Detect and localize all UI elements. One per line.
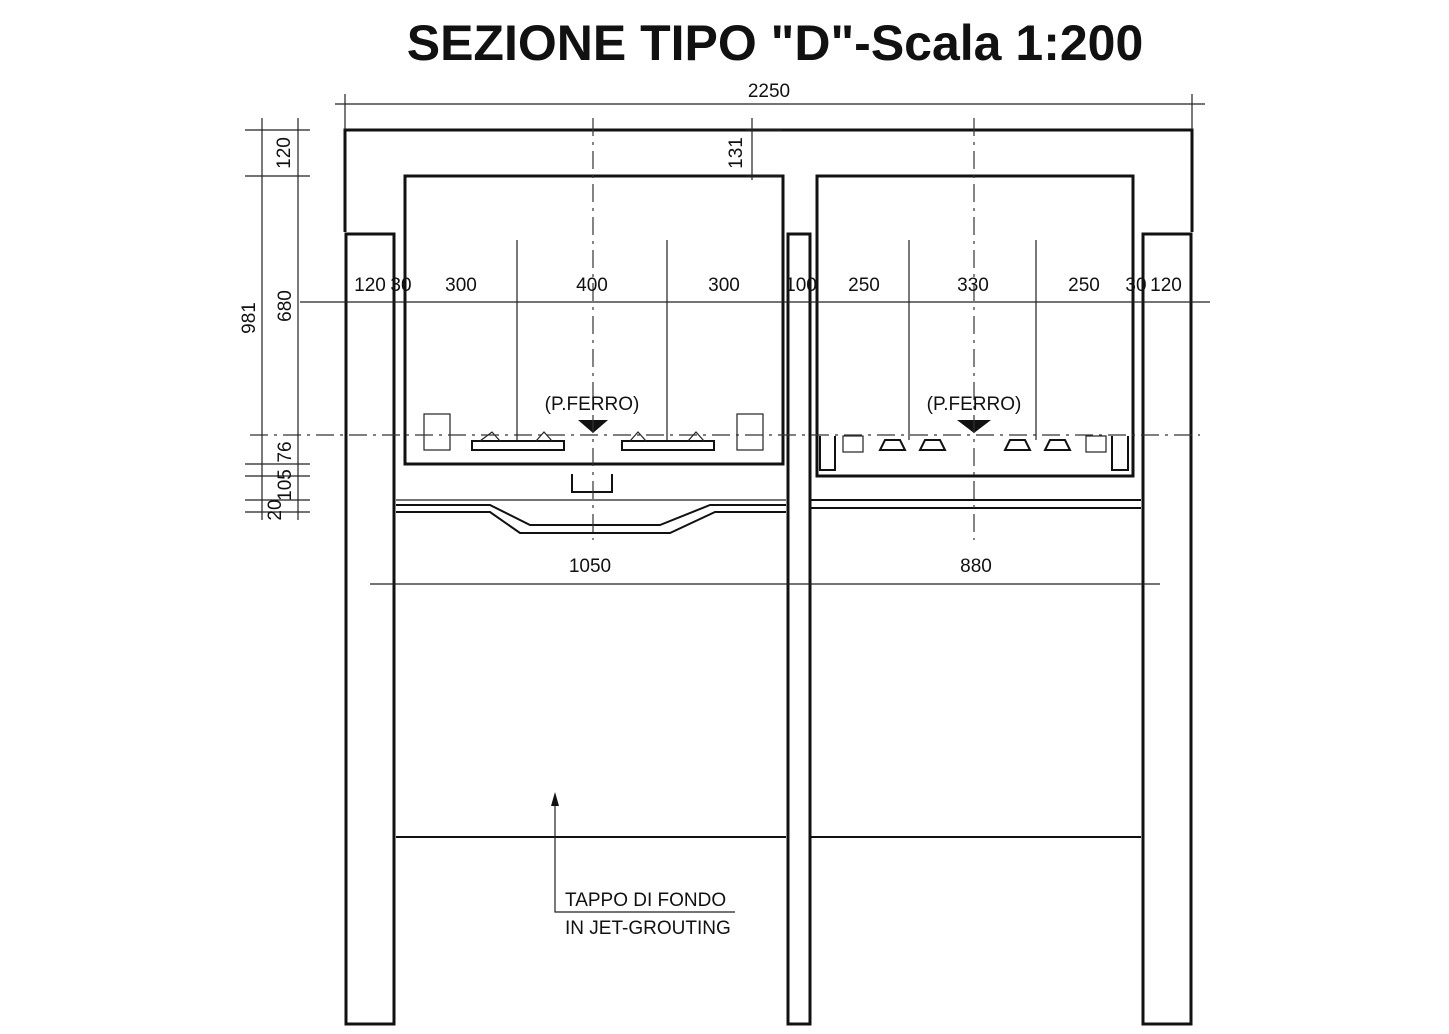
- dim-right-span-b: 330: [957, 275, 989, 296]
- dim-left-span-c: 300: [708, 275, 740, 296]
- sleeper-left-b: [621, 440, 715, 451]
- left-bottom-slab-top: [396, 504, 786, 526]
- dimension-lines: [245, 94, 1205, 913]
- overall-width-dimline: [335, 94, 1205, 130]
- height-extension-lines: [245, 129, 310, 513]
- dim-middle-wall: 100: [785, 275, 817, 296]
- plug-label-line1: TAPPO DI FONDO: [565, 890, 726, 911]
- dim-left-gap: 30: [390, 275, 411, 296]
- dim-right-gap: 30: [1125, 275, 1146, 296]
- plug-leader-line: [554, 795, 735, 913]
- dim-slab-thickness: 120: [274, 137, 295, 169]
- dim-overall-width: 2250: [748, 81, 790, 102]
- dim-left-span-a: 300: [445, 275, 477, 296]
- left-bottom-slab-line: [396, 511, 786, 534]
- top-offset-dimline: [746, 118, 782, 180]
- dim-right-span-c: 250: [1068, 275, 1100, 296]
- dim-right-span-a: 250: [848, 275, 880, 296]
- dim-height-76: 76: [275, 441, 296, 462]
- walkway-left: [423, 413, 451, 451]
- plug-leader-arrow: [551, 792, 559, 806]
- left-diaphragm-wall: [344, 232, 396, 1026]
- left-cell-outline: [343, 128, 1194, 466]
- dim-left-span-b: 400: [576, 275, 608, 296]
- dim-total-height: 981: [239, 302, 260, 334]
- sleeper-left-a: [471, 440, 565, 451]
- right-diaphragm-wall: [1141, 232, 1193, 1026]
- dim-inner-height: 680: [275, 290, 296, 322]
- dim-right-wall: 120: [1150, 275, 1182, 296]
- rail-level-label-left: (P.FERRO): [545, 394, 640, 415]
- span-extension-lines: [516, 240, 1037, 440]
- plug-label-line2: IN JET-GROUTING: [565, 918, 731, 939]
- dim-right-clear-width: 880: [960, 556, 992, 577]
- drawing-title: SEZIONE TIPO "D"-Scala 1:200: [407, 15, 1144, 71]
- dim-height-20: 20: [265, 499, 286, 520]
- center-lines: [250, 118, 1210, 540]
- dim-height-105: 105: [275, 469, 296, 501]
- curb-right-a: [819, 436, 836, 471]
- box-right-a: [842, 435, 864, 453]
- middle-diaphragm-wall: [786, 232, 812, 1026]
- right-cell-outline: [815, 174, 1135, 478]
- vertical-dimlines: [261, 118, 299, 520]
- walkway-left-b: [736, 413, 764, 451]
- dim-top-offset: 131: [726, 137, 747, 169]
- dim-left-wall: 120: [354, 275, 386, 296]
- dim-left-clear-width: 1050: [569, 556, 611, 577]
- rail-fasteners-right: [878, 439, 1072, 451]
- drain-channel: [571, 474, 613, 493]
- rail-level-label-right: (P.FERRO): [927, 394, 1022, 415]
- structure-outline: [343, 128, 1194, 1026]
- rails-left: [479, 431, 705, 442]
- box-right-b: [1085, 435, 1107, 453]
- curb-right-b: [1111, 436, 1129, 471]
